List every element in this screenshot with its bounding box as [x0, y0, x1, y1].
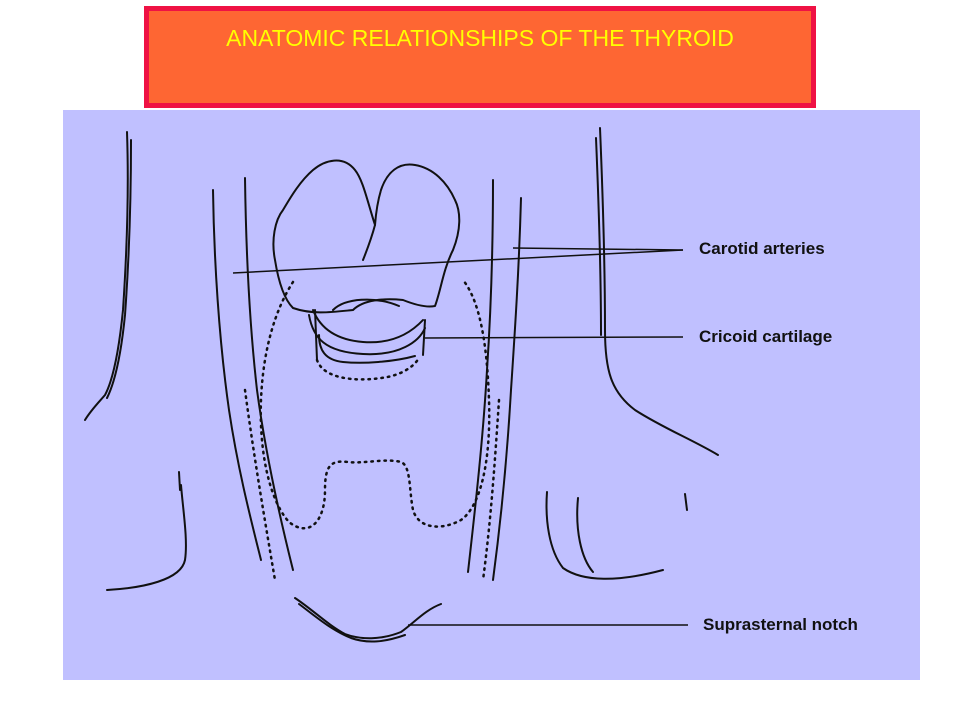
neck-anatomy-drawing: Carotid arteries Cricoid cartilage Supra…: [84, 127, 858, 643]
carotid-leader-line-2: [512, 247, 684, 251]
right-shoulder-line-2: [576, 497, 594, 573]
right-carotid-artery-2: [492, 197, 522, 581]
trachea-right: [481, 398, 501, 582]
right-neck-contour: [599, 127, 719, 456]
thyroid-cartilage-notch: [362, 224, 376, 261]
slide-title-box: ANATOMIC RELATIONSHIPS OF THE THYROID: [144, 6, 816, 108]
left-shoulder-line: [106, 484, 187, 591]
thyroid-cartilage: [272, 159, 461, 314]
suprasternal-notch-label: Suprasternal notch: [703, 615, 858, 634]
cricoid-cartilage: [312, 309, 424, 344]
left-neck-contour-inner: [106, 139, 132, 399]
cricoid-cartilage-2: [308, 314, 426, 356]
suprasternal-notch-2: [298, 603, 406, 643]
trachea-left: [243, 388, 277, 582]
carotid-leader-line: [232, 249, 684, 274]
right-neck-contour-inner: [595, 137, 602, 336]
right-shoulder-tick: [684, 493, 688, 511]
cricoid-inner-arc: [332, 298, 400, 311]
left-neck-contour: [84, 131, 129, 421]
left-shoulder-tick: [178, 471, 181, 491]
left-carotid-artery-2: [244, 177, 294, 571]
right-shoulder-line: [545, 491, 664, 580]
right-carotid-artery: [467, 179, 494, 573]
cricoid-leader-line: [424, 336, 684, 339]
cricoid-cartilage-lower: [318, 334, 416, 364]
slide-title: ANATOMIC RELATIONSHIPS OF THE THYROID: [226, 25, 734, 51]
cricoid-cartilage-label: Cricoid cartilage: [699, 327, 832, 346]
carotid-arteries-label: Carotid arteries: [699, 239, 825, 258]
suprasternal-notch: [294, 597, 442, 640]
cricoid-ring-outline: [314, 309, 426, 361]
left-carotid-artery: [212, 189, 262, 561]
thyroid-isthmus-upper: [315, 356, 421, 381]
thyroid-diagram-panel: Carotid arteries Cricoid cartilage Supra…: [63, 110, 920, 680]
thyroid-gland-outline: [259, 278, 491, 530]
